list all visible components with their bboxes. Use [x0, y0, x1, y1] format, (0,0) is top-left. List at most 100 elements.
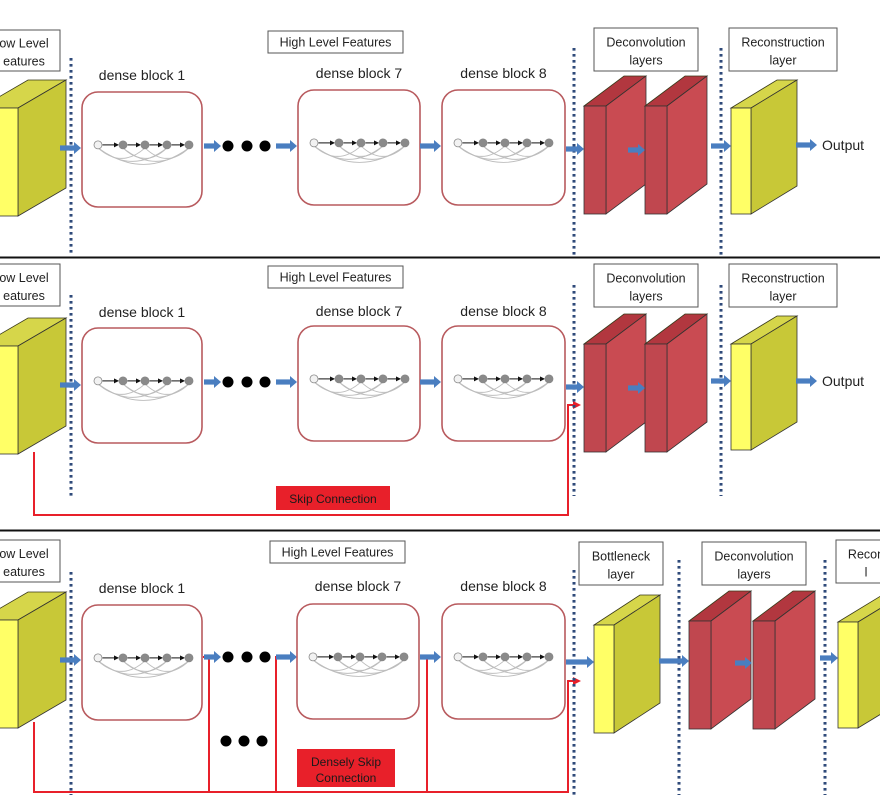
recon-label-frame	[835, 539, 880, 584]
flow-arrow-head	[214, 140, 221, 152]
recon-label-text-1: Reconstruction	[741, 36, 824, 50]
dense-block-1-label: dense block 1	[99, 304, 186, 320]
flow-arrow-shaft	[60, 657, 74, 663]
dense-block-1-frame	[81, 91, 203, 208]
skip-connection-line	[203, 656, 210, 792]
flow-arrow-shaft	[659, 658, 682, 664]
deconv-slab-1	[582, 75, 648, 215]
dense-block-8-skip-edge	[504, 381, 550, 393]
dense-block-8-label: dense block 8	[460, 578, 547, 594]
ellipsis	[222, 140, 271, 152]
deconv-label-text-2: layers	[737, 568, 770, 582]
deconv-slab-2-front	[752, 620, 776, 730]
flow-arrow	[796, 375, 817, 387]
flow-arrow	[276, 651, 297, 663]
low-level-label-text-2: eatures	[3, 565, 45, 579]
low-level-label-text-2: eatures	[3, 289, 45, 303]
flow-arrow	[628, 144, 645, 156]
flow-arrow-shaft	[796, 142, 810, 148]
dense-block-7-skip-edge	[313, 145, 406, 163]
flow-arrow	[711, 140, 731, 152]
flow-arrow	[420, 376, 441, 388]
skip-connection-label-bg	[276, 486, 390, 510]
flow-arrow-shaft	[628, 385, 638, 391]
dense-block-8-skip-edge	[504, 145, 550, 157]
flow-arrow-head	[638, 144, 645, 156]
ellipsis-dot-3	[259, 140, 271, 152]
skip-connection-line	[33, 677, 581, 793]
deconv-label-text-2: layers	[629, 290, 662, 304]
dense-block-1-skip-edge	[97, 660, 190, 678]
flow-arrow	[420, 140, 441, 152]
dense-block-7-node	[356, 374, 366, 384]
flow-arrow-head	[74, 654, 81, 666]
dense-block-1-node	[162, 653, 172, 663]
flow-arrow	[796, 139, 817, 151]
flow-arrow-shaft	[276, 654, 290, 660]
flow-arrow	[566, 656, 594, 668]
deconv-slab-2-front	[644, 343, 668, 453]
flow-arrow	[420, 651, 441, 663]
skip-connection-label-text-1: Densely Skip	[311, 755, 381, 769]
dense-block-8-label: dense block 8	[460, 65, 547, 81]
bottleneck-label-text-1: Bottleneck	[592, 550, 651, 564]
dense-block-1-frame	[81, 604, 203, 721]
skip-connection-line	[33, 401, 581, 516]
dense-block-1-skip-edge	[97, 147, 190, 165]
flow-arrow-head	[745, 657, 752, 669]
dense-block-7-skip-edge	[338, 381, 406, 396]
recon-label-frame	[728, 263, 838, 308]
skip-connection-label: Skip Connection	[276, 486, 390, 510]
dense-block-7-node	[309, 374, 319, 384]
flow-arrow-head	[810, 375, 817, 387]
flow-arrow-shaft	[420, 143, 434, 149]
dense-block-8-node	[500, 374, 510, 384]
dense-block-7-label: dense block 7	[316, 303, 403, 319]
flow-arrow-head	[434, 651, 441, 663]
ellipsis-dot-3	[259, 376, 271, 388]
dense-block-7-label: dense block 7	[316, 65, 403, 81]
skip-connection-line	[420, 656, 428, 792]
flow-arrow-shaft	[420, 379, 434, 385]
flow-arrow	[659, 655, 689, 667]
dense-block-8-node-graph	[453, 374, 554, 399]
dense-block-1-node	[184, 653, 194, 663]
flow-arrow-shaft	[566, 384, 577, 390]
dense-block-8-node	[478, 374, 488, 384]
flow-arrow-shaft	[60, 382, 74, 388]
recon-label-text-2: layer	[769, 290, 796, 304]
dense-block-1-node	[93, 653, 103, 663]
high-level-label-frame	[267, 265, 404, 289]
skip-connection: Skip Connection	[33, 401, 581, 516]
dense-block-8-node-graph	[453, 652, 554, 677]
flow-arrow	[566, 381, 584, 393]
high-level-label-text: High Level Features	[280, 36, 392, 50]
dense-block-1-node-graph	[93, 140, 194, 165]
flow-arrow-head	[724, 375, 731, 387]
low-level-label-frame	[0, 539, 61, 583]
low-level-label-text-1: ow Level	[0, 37, 49, 51]
dense-block-8-skip-edge	[504, 659, 550, 671]
high-level-label: High Level Features	[267, 30, 404, 54]
dense-block-1-skip-edge	[122, 660, 190, 675]
bottleneck-label-frame	[578, 541, 664, 586]
dense-block-8-node	[544, 138, 554, 148]
dense-block-7-node-graph	[308, 652, 409, 677]
flow-arrow-shaft	[796, 378, 810, 384]
deconv-label-frame	[593, 263, 699, 308]
flow-arrow-shaft	[566, 659, 587, 665]
ellipsis	[222, 376, 271, 388]
flow-arrow-head	[577, 143, 584, 155]
dense-block-8-node	[500, 138, 510, 148]
flow-arrow	[628, 382, 645, 394]
recon-slab-front	[730, 107, 752, 215]
flow-arrow	[204, 376, 221, 388]
